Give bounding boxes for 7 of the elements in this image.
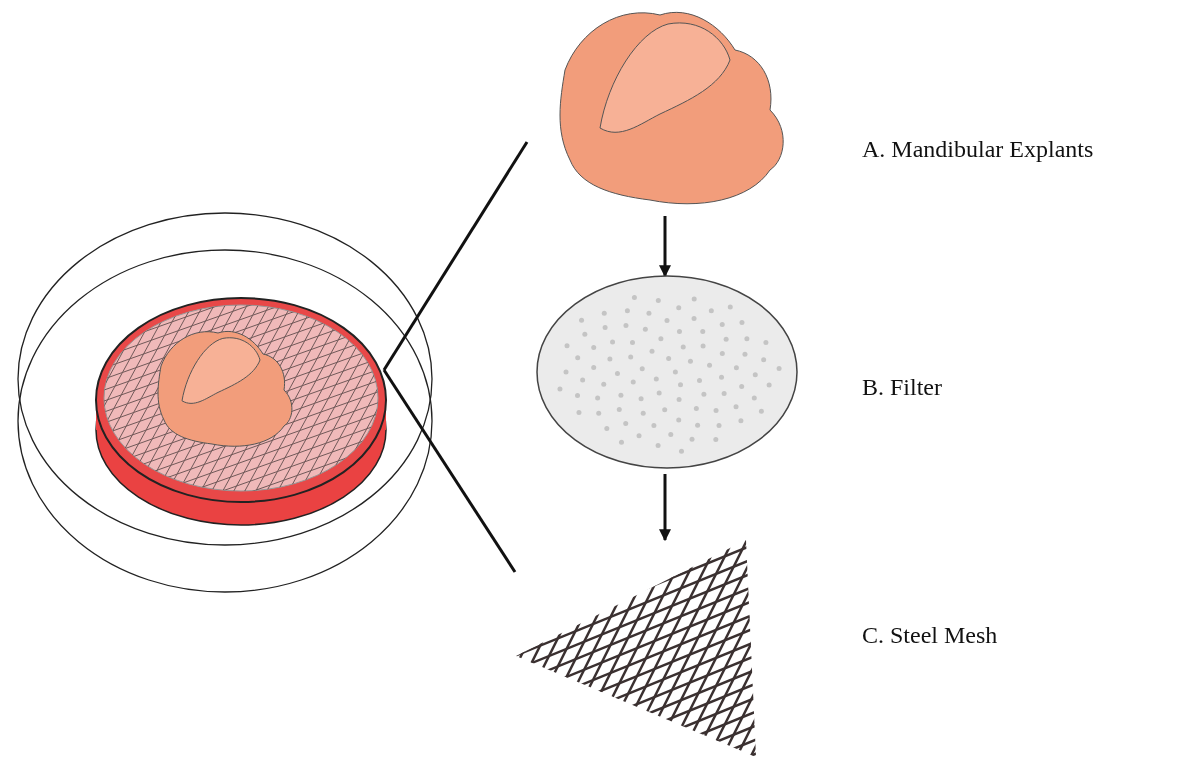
figure-label: C. Steel Mesh: [862, 622, 998, 649]
zoom-line: [382, 141, 529, 371]
zoom-line: [382, 369, 517, 573]
figure-label: B. Filter: [862, 374, 942, 401]
figure-label: A. Mandibular Explants: [862, 136, 1094, 163]
arrow: [659, 474, 671, 542]
arrow: [659, 216, 671, 278]
